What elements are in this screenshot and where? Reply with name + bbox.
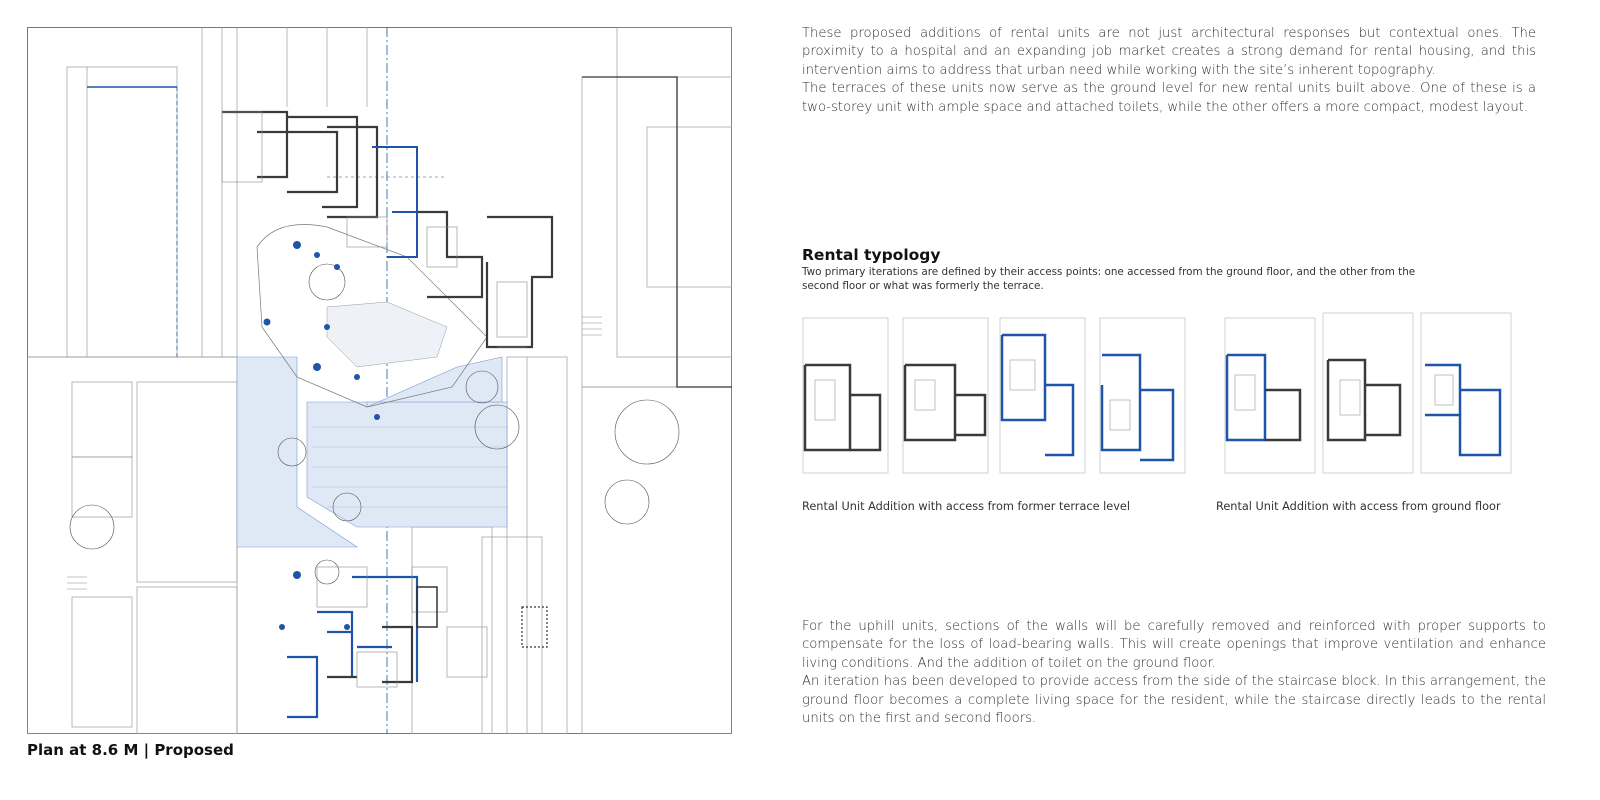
caption-ground-access: Rental Unit Addition with access from gr… xyxy=(1216,500,1501,513)
plan-caption: Plan at 8.6 M | Proposed xyxy=(27,741,234,759)
uphill-paragraph: An iteration has been developed to provi… xyxy=(802,674,1546,727)
site-plan-drawing xyxy=(27,27,732,734)
uphill-text: For the uphill units, sections of the wa… xyxy=(802,618,1546,728)
intro-paragraph: The terraces of these units now serve as… xyxy=(802,81,1536,115)
rental-typology-title: Rental typology xyxy=(802,246,941,264)
caption-terrace-access: Rental Unit Addition with access from fo… xyxy=(802,500,1130,513)
uphill-paragraph: For the uphill units, sections of the wa… xyxy=(802,619,1546,671)
rental-typology-description: Two primary iterations are defined by th… xyxy=(802,266,1416,292)
intro-text: These proposed additions of rental units… xyxy=(802,25,1536,117)
intro-paragraph: These proposed additions of rental units… xyxy=(802,26,1536,78)
rental-unit-plans xyxy=(802,312,1512,474)
